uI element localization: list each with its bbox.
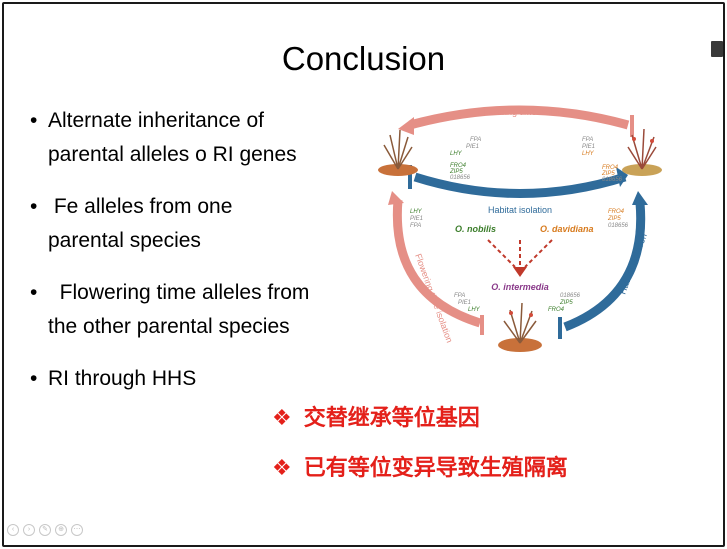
middle-arrow-label: Habitat isolation: [488, 205, 552, 215]
next-icon[interactable]: ›: [23, 524, 35, 536]
gene-label: FPA: [470, 137, 481, 143]
isolation-diagram: Flowering time isolation Habitat isolati…: [378, 105, 662, 352]
left-arrow-label: Flowering time isolation: [413, 252, 455, 344]
bullet-dot-icon: •: [30, 367, 38, 390]
species-right-label: O. davidiana: [540, 224, 594, 234]
gene-label: LHY: [582, 151, 595, 157]
gene-label: ZIP5: [607, 216, 621, 222]
gene-label: FRO4: [450, 163, 467, 169]
species-center-label: O. intermedia: [491, 282, 549, 292]
gene-label: FPA: [454, 293, 465, 299]
gene-labels: FPA PIE1 LHY FPA PIE1 LHY FRO4 ZIP5 0186…: [410, 137, 629, 313]
bullet-line: parental species: [48, 229, 201, 252]
gene-label: FRO4: [608, 209, 625, 215]
gene-label: PIE1: [466, 144, 479, 150]
plant-left-icon: [378, 129, 418, 176]
gene-label: FRO4: [602, 165, 619, 171]
gene-label: ZIP5: [559, 300, 573, 306]
gene-label: FPA: [410, 223, 421, 229]
arrow-head-icon: [398, 117, 414, 135]
bullet-dot-icon: •: [30, 109, 38, 132]
flowering-arrow-top: [408, 105, 630, 130]
bullet-dot-icon: •: [30, 195, 38, 218]
bullet-item: • Fe alleles from one parental species: [30, 190, 370, 258]
presentation-controls: ‹ › ✎ ⊕ ⋯: [7, 524, 83, 536]
dashed-arrow-right: [524, 239, 553, 268]
plant-center-icon: [498, 302, 542, 352]
pen-icon[interactable]: ✎: [39, 524, 51, 536]
bullet-item: • Alternate inheritance of parental alle…: [30, 104, 370, 172]
slide-panel-toggle-icon[interactable]: [711, 41, 723, 57]
bullet-line: Alternate inheritance of: [48, 109, 264, 132]
arrow-head-icon: [616, 167, 628, 187]
gene-label: LHY: [468, 307, 481, 313]
gene-label: PIE1: [410, 216, 423, 222]
zoom-icon[interactable]: ⊕: [55, 524, 67, 536]
bullet-item: • RI through HHS: [30, 362, 370, 396]
habitat-arrow-right: [563, 202, 646, 332]
plant-right-icon: [622, 128, 662, 176]
slide-title: Conclusion: [281, 40, 446, 77]
menu-icon[interactable]: ⋯: [71, 524, 83, 536]
arrow-head-icon: [513, 267, 527, 277]
top-arrow-label: Flowering time isolation: [478, 107, 572, 117]
arrow-head-icon: [388, 191, 404, 205]
bullet-line: RI through HHS: [48, 367, 197, 390]
bullet-line: Flowering time alleles from: [48, 281, 310, 304]
arrow-head-icon: [632, 191, 648, 205]
gene-label: 018656: [608, 223, 629, 229]
gene-label: ZIP5: [449, 169, 463, 175]
bullet-line: the other parental species: [48, 315, 290, 338]
chinese-point: ❖ 已有等位变异导致生殖隔离: [272, 450, 568, 482]
bullet-line: parental alleles o RI genes: [48, 143, 297, 166]
gene-label: 018656: [602, 177, 623, 183]
bullet-dot-icon: •: [30, 281, 38, 304]
gene-label: PIE1: [458, 300, 471, 306]
bullet-list: • Alternate inheritance of parental alle…: [30, 104, 370, 414]
diamond-bullet-icon: ❖: [272, 456, 292, 481]
gene-label: LHY: [410, 209, 423, 215]
chinese-point: ❖ 交替继承等位基因: [272, 400, 480, 432]
gene-label: ZIP5: [601, 171, 615, 177]
right-arrow-label: Habitat isolation: [617, 232, 648, 296]
chinese-point-text: 已有等位变异导致生殖隔离: [303, 456, 568, 481]
prev-icon[interactable]: ‹: [7, 524, 19, 536]
gene-label: FPA: [582, 137, 593, 143]
gene-label: PIE1: [582, 144, 595, 150]
dashed-arrow-left: [487, 239, 516, 268]
diamond-bullet-icon: ❖: [272, 406, 292, 431]
gene-label: LHY: [450, 151, 463, 157]
gene-label: 018656: [560, 293, 581, 299]
gene-label: 018656: [450, 175, 471, 181]
gene-label: FRO4: [548, 307, 565, 313]
species-left-label: O. nobilis: [455, 224, 496, 234]
bullet-item: • Flowering time alleles from the other …: [30, 276, 370, 344]
chinese-point-text: 交替继承等位基因: [303, 406, 480, 431]
bullet-line: Fe alleles from one: [48, 195, 233, 218]
habitat-arrow-middle: [413, 172, 627, 198]
flowering-arrow-left: [392, 199, 482, 328]
